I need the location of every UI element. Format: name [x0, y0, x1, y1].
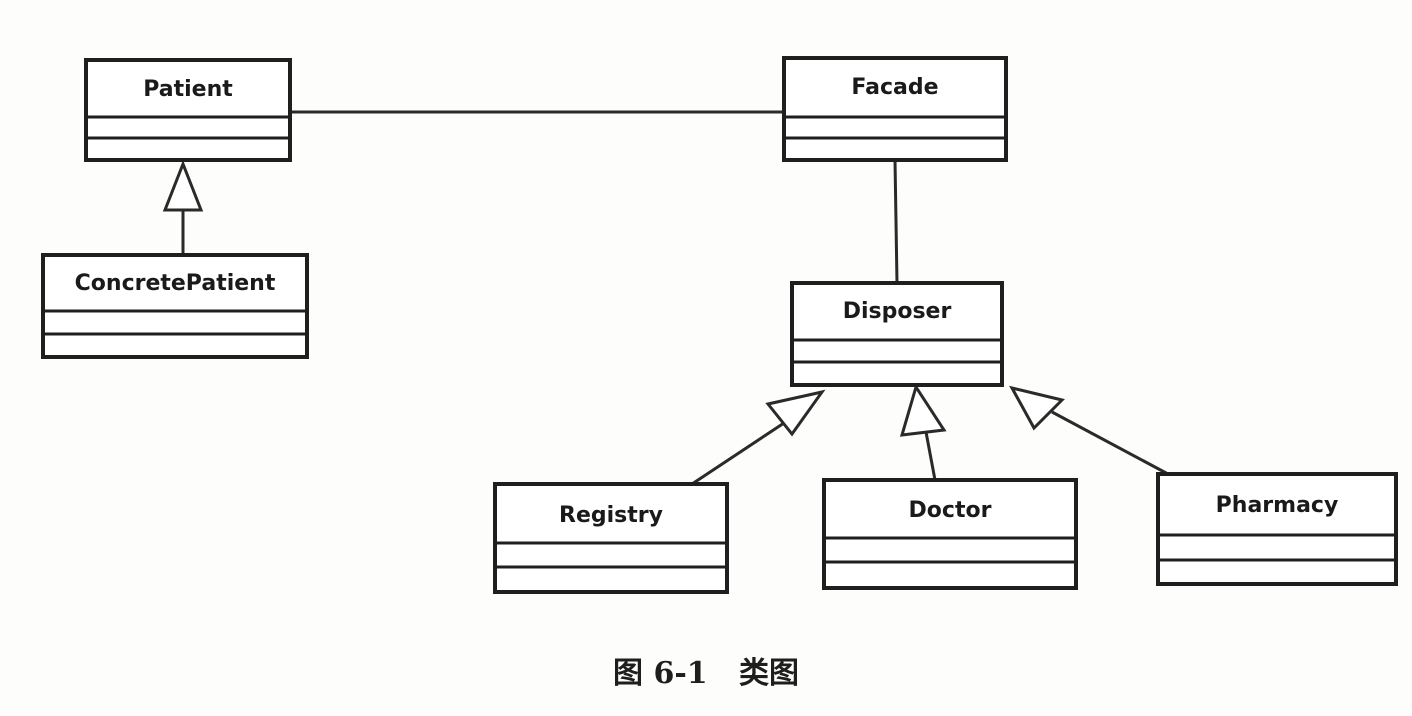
class-name-doctor: Doctor — [909, 498, 992, 523]
class-name-disposer: Disposer — [843, 299, 952, 324]
class-name-facade: Facade — [851, 75, 938, 100]
generalization-arrow-registry-disposer — [765, 389, 826, 437]
class-name-patient: Patient — [143, 77, 233, 102]
class-name-concrete-patient: ConcretePatient — [75, 271, 276, 296]
class-registry: Registry — [493, 482, 729, 594]
generalization-arrow-pharmacy-disposer — [1009, 385, 1065, 431]
generalization-line-doctor-disposer — [924, 431, 937, 481]
class-patient: Patient — [84, 58, 292, 162]
generalization-line-pharmacy-disposer — [1051, 410, 1169, 476]
association-facade-disposer — [893, 159, 899, 284]
generalization-arrow-concretepatient-patient — [162, 159, 204, 212]
class-name-registry: Registry — [559, 503, 663, 528]
class-facade: Facade — [782, 56, 1008, 162]
class-concrete-patient: ConcretePatient — [41, 253, 309, 359]
figure-caption: 图 6-1 类图 — [613, 656, 799, 691]
generalization-arrow-doctor-disposer — [899, 383, 947, 437]
class-name-pharmacy: Pharmacy — [1216, 493, 1339, 518]
class-disposer: Disposer — [790, 281, 1004, 387]
class-pharmacy: Pharmacy — [1156, 472, 1398, 586]
generalization-line-registry-disposer — [691, 421, 785, 486]
class-doctor: Doctor — [822, 478, 1078, 590]
